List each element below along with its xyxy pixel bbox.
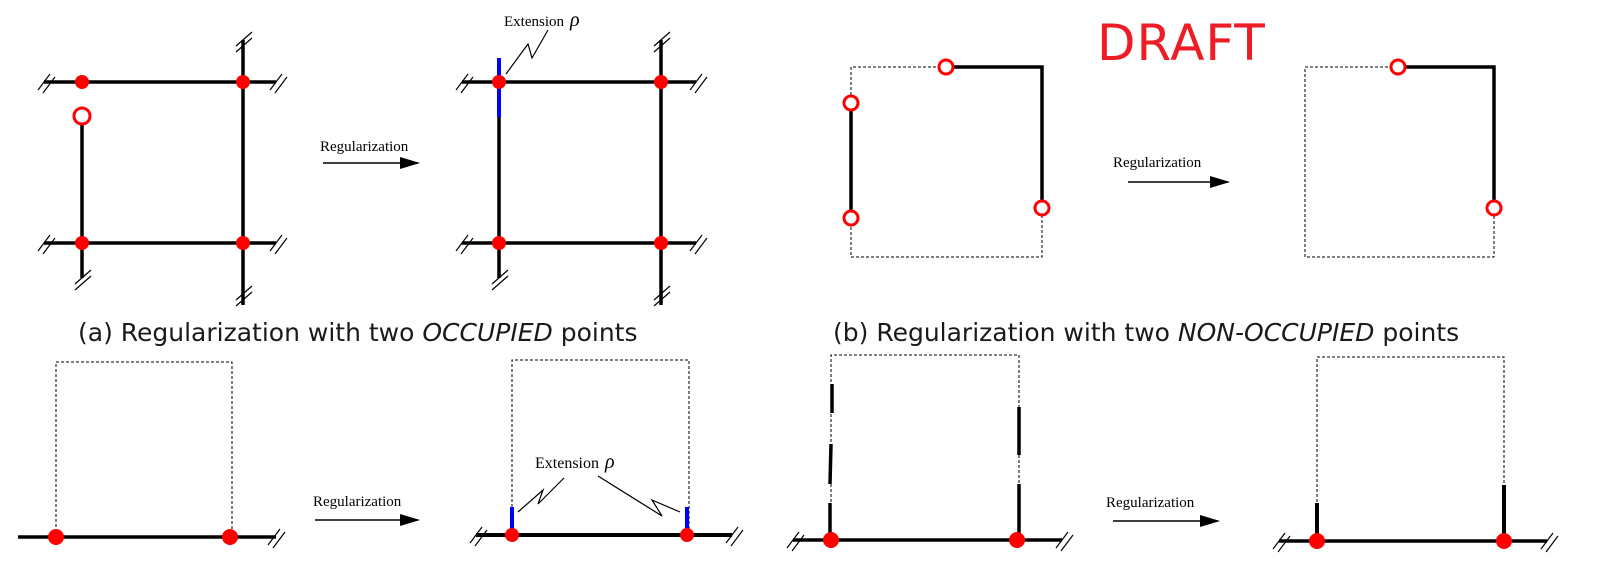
- endpoint-ring: [1485, 199, 1503, 217]
- arrow-a: Regularization: [320, 139, 420, 169]
- break-marks: [786, 531, 1074, 552]
- endpoint-ring: [937, 58, 955, 76]
- occupied-point: [823, 532, 839, 548]
- callout-line: [517, 477, 565, 513]
- caption-b: (b) Regularization with two NON-OCCUPIED…: [833, 318, 1460, 347]
- occupied-point: [1496, 533, 1512, 549]
- panel-b-after: [1304, 58, 1503, 258]
- endpoint-ring: [1389, 58, 1407, 76]
- break-marks: [267, 528, 286, 549]
- occupied-point: [236, 236, 250, 250]
- endpoint-ring: [72, 106, 92, 126]
- dashed-boundary: [1316, 356, 1505, 537]
- dashed-boundary: [850, 66, 1043, 258]
- occupied-point: [505, 528, 519, 542]
- dashed-boundary: [55, 361, 233, 537]
- regularization-label: Regularization: [313, 494, 402, 510]
- arrow-c: Regularization: [313, 494, 420, 526]
- occupied-point: [236, 75, 250, 89]
- break-marks: [1272, 532, 1559, 553]
- regularization-label: Regularization: [1106, 495, 1195, 511]
- occupied-point: [222, 529, 238, 545]
- panel-c-before: [18, 361, 286, 549]
- panel-a-before: [37, 31, 288, 307]
- panel-d-before: [786, 354, 1074, 552]
- occupied-point: [680, 528, 694, 542]
- caption-a: (a) Regularization with two OCCUPIED poi…: [78, 318, 638, 347]
- endpoint-ring: [1033, 199, 1051, 217]
- occupied-point: [1309, 533, 1325, 549]
- occupied-point: [654, 236, 668, 250]
- dashed-boundary: [830, 354, 1020, 537]
- break-marks: [455, 31, 708, 307]
- panel-b-before: [842, 58, 1051, 258]
- callout-line: [505, 29, 549, 75]
- dashed-boundary: [1304, 66, 1495, 258]
- callout-line: [597, 475, 681, 517]
- break-marks: [469, 526, 744, 547]
- break-marks: [37, 31, 288, 307]
- regularization-label: Regularization: [1113, 155, 1202, 171]
- dashed-boundary: [511, 359, 690, 537]
- endpoint-ring: [842, 94, 860, 112]
- occupied-point: [75, 236, 89, 250]
- arrow-b: Regularization: [1113, 155, 1230, 188]
- occupied-point: [48, 529, 64, 545]
- regularization-label: Regularization: [320, 139, 409, 155]
- occupied-point: [1009, 532, 1025, 548]
- endpoint-ring: [842, 209, 860, 227]
- occupied-point: [492, 236, 506, 250]
- occupied-point: [75, 75, 89, 89]
- arrow-d: Regularization: [1106, 495, 1220, 527]
- draft-watermark: DRAFT: [1097, 14, 1266, 72]
- panel-d-after: [1272, 356, 1559, 553]
- occupied-point: [492, 75, 506, 89]
- occupied-point: [654, 75, 668, 89]
